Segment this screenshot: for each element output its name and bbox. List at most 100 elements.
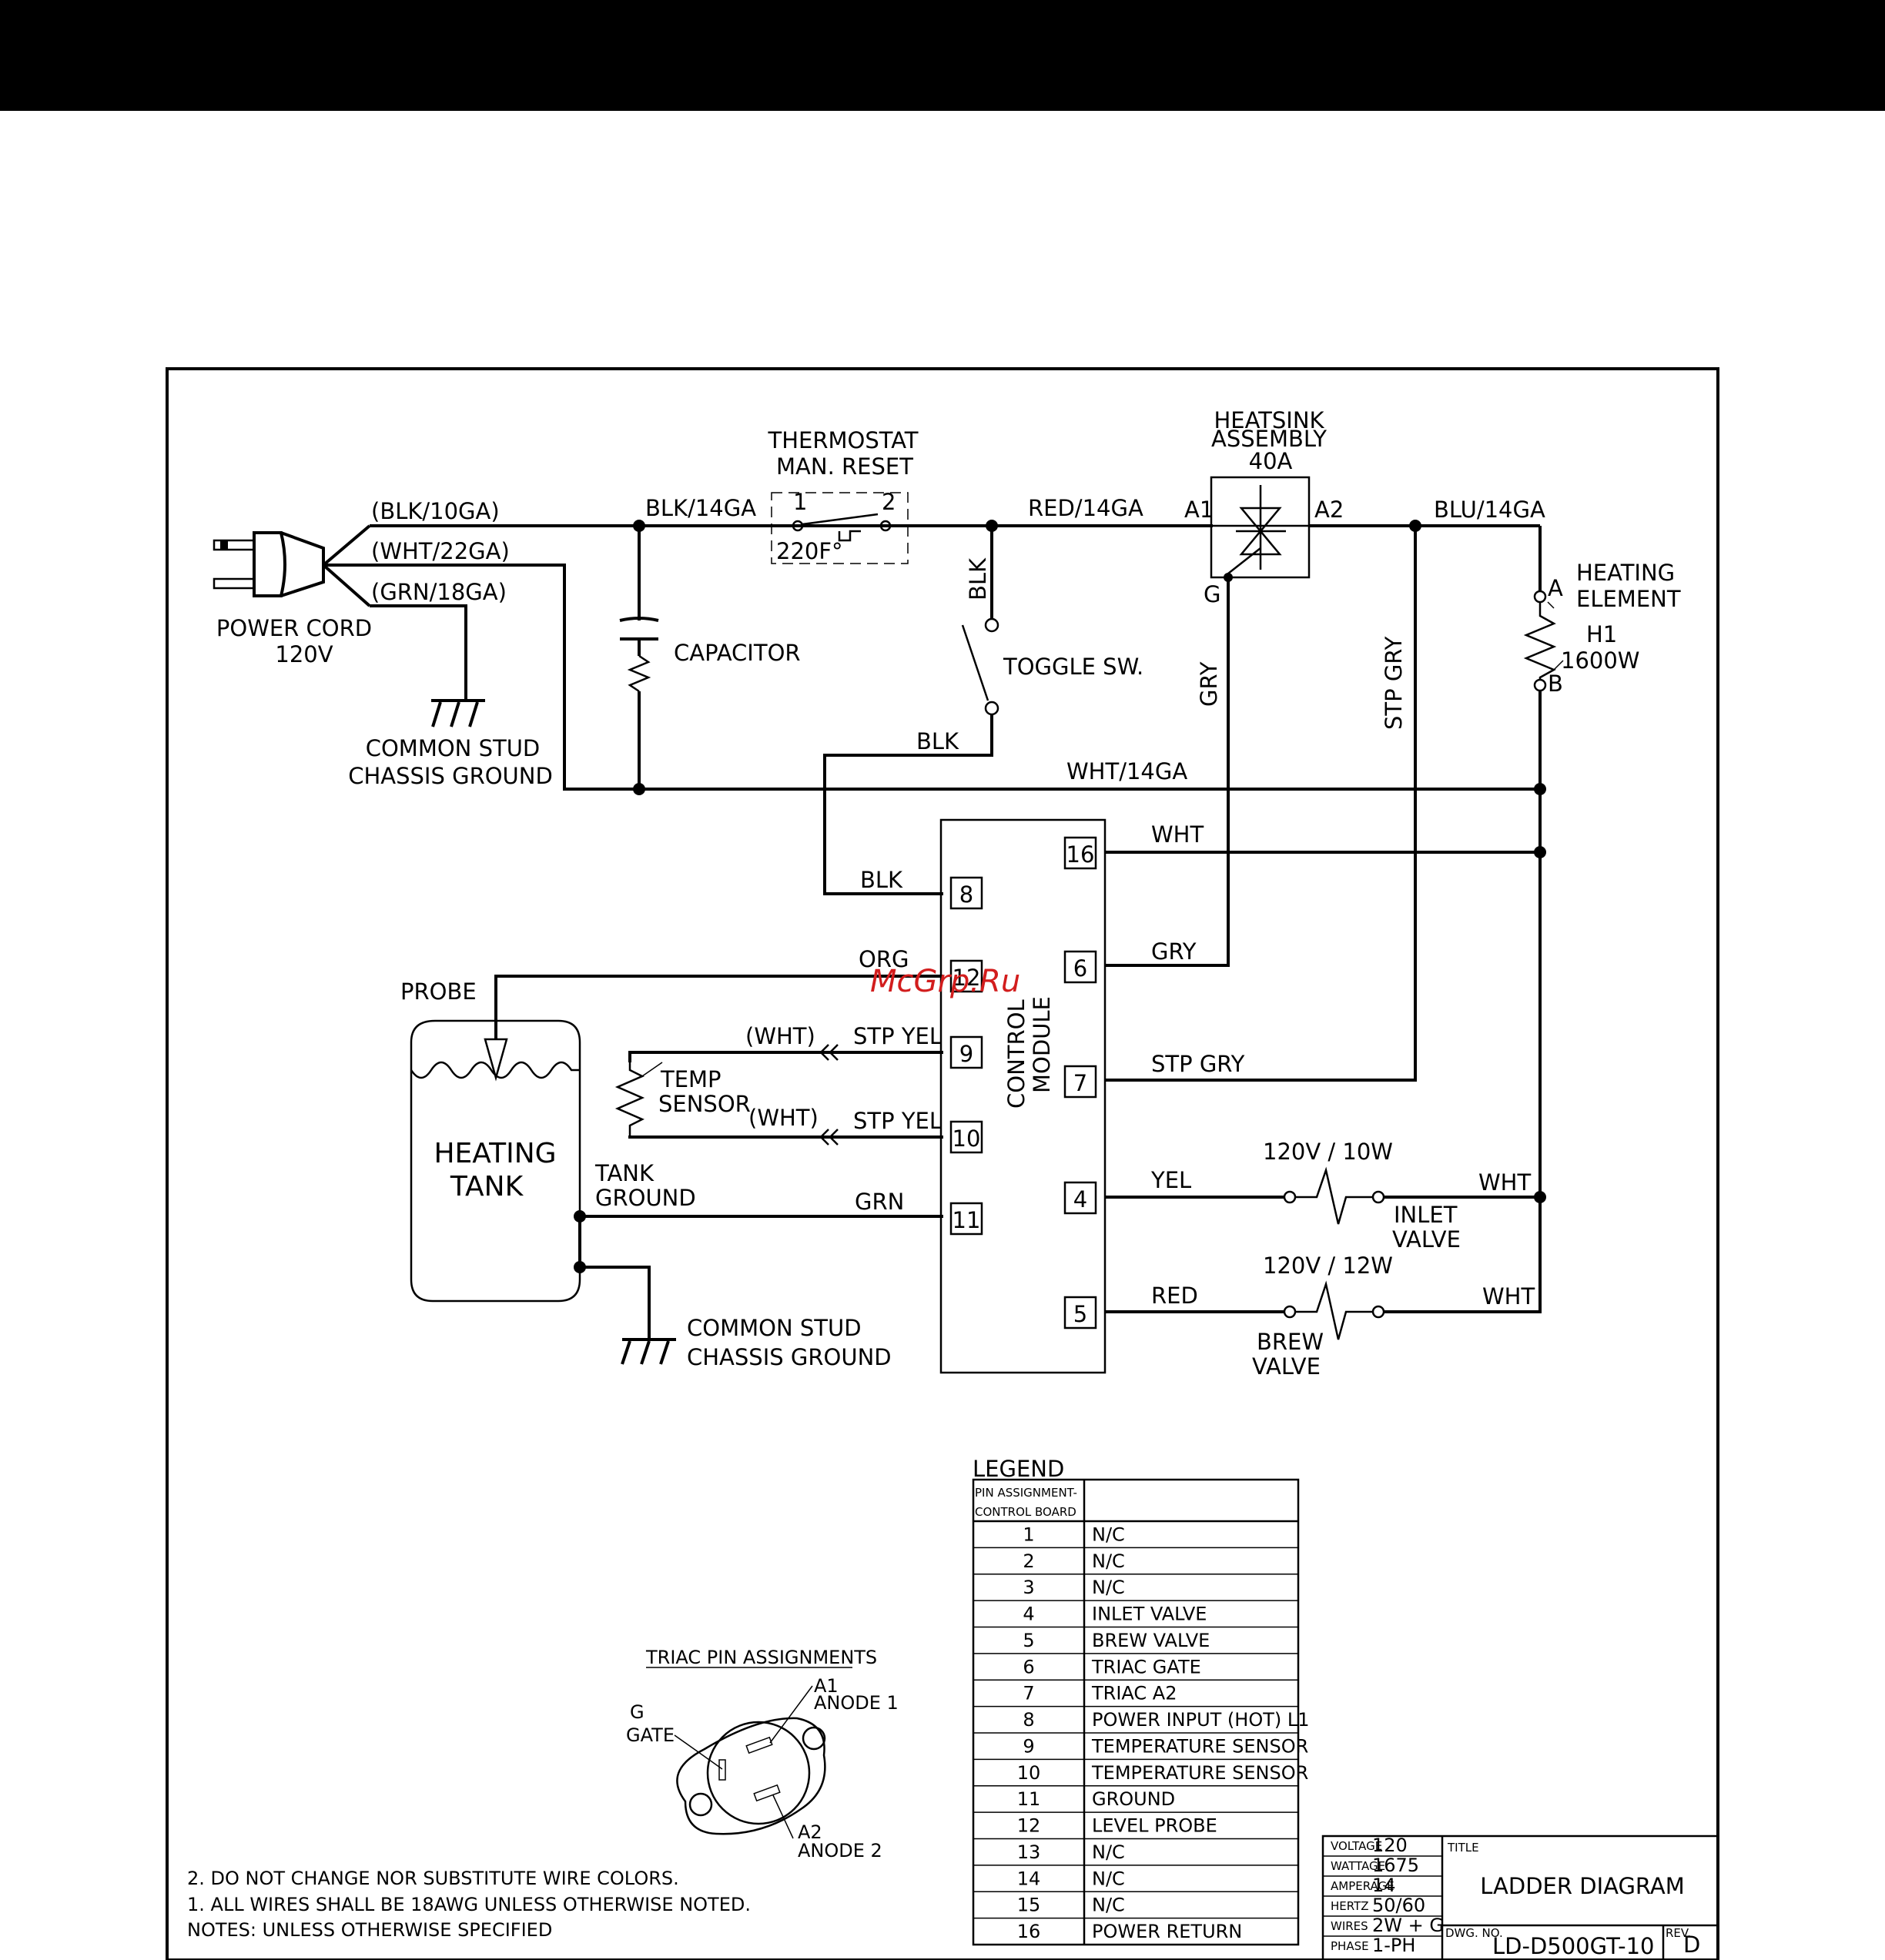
pin-9-box bbox=[949, 1035, 983, 1069]
ground-top-label-2: CHASSIS GROUND bbox=[348, 763, 553, 789]
thermostat-pin2: 2 bbox=[882, 489, 896, 515]
tb-title: LADDER DIAGRAM bbox=[1480, 1873, 1685, 1899]
control-module-box bbox=[939, 818, 1107, 1374]
legend-pin-number: 1 bbox=[1023, 1524, 1034, 1545]
control-module-label-1: CONTROL bbox=[1003, 999, 1030, 1109]
triac-a1-label: A1 bbox=[1184, 497, 1214, 523]
tb-amperage: 14 bbox=[1372, 1875, 1396, 1896]
wire-label-blk14: BLK/14GA bbox=[645, 495, 756, 521]
tank-ground-label-2: GROUND bbox=[595, 1185, 696, 1211]
pin-9-label: 9 bbox=[959, 1041, 973, 1067]
pin-11-label: 11 bbox=[953, 1207, 981, 1233]
legend-pin-number: 13 bbox=[1017, 1841, 1041, 1863]
legend-table bbox=[972, 1478, 1300, 1946]
wire-stp-gry bbox=[1105, 526, 1417, 1082]
legend-pin-number: 12 bbox=[1017, 1815, 1041, 1837]
pin-4-label: 4 bbox=[1073, 1186, 1087, 1212]
legend-pin-number: 14 bbox=[1017, 1868, 1041, 1889]
power-plug-icon bbox=[213, 524, 371, 607]
tank-label-2: TANK bbox=[450, 1171, 524, 1202]
wire-label-grn: GRN bbox=[855, 1189, 904, 1215]
control-module-label-2: MODULE bbox=[1029, 996, 1055, 1093]
pin-5-label: 5 bbox=[1073, 1301, 1087, 1327]
brew-label-2: VALVE bbox=[1252, 1353, 1321, 1380]
pin-7-label: 7 bbox=[1073, 1070, 1087, 1096]
triac-g-label: G bbox=[1204, 581, 1220, 607]
tb-phase: 1-PH bbox=[1372, 1935, 1415, 1956]
wire-label-stp-gry-vertical: STP GRY bbox=[1381, 636, 1407, 730]
legend-pin-function: POWER INPUT (HOT) L1 bbox=[1092, 1709, 1310, 1731]
triac-g-label-small: G bbox=[630, 1701, 645, 1723]
probe-label: PROBE bbox=[400, 978, 477, 1005]
inlet-label-2: VALVE bbox=[1392, 1226, 1461, 1253]
tb-rev-label: REV. bbox=[1666, 1926, 1691, 1940]
tank-label-1: HEATING bbox=[434, 1138, 556, 1169]
wire-wht-main bbox=[370, 564, 1540, 791]
pin-11-box bbox=[949, 1202, 983, 1236]
watermark: McGrp.Ru bbox=[870, 964, 1020, 999]
legend-pin-number: 5 bbox=[1023, 1630, 1034, 1651]
heatsink-label-3: 40A bbox=[1249, 448, 1293, 474]
wire-label-stp-gry-pin7: STP GRY bbox=[1151, 1051, 1245, 1077]
toggle-switch-icon bbox=[823, 526, 999, 895]
element-label-2: ELEMENT bbox=[1576, 586, 1681, 612]
triac-a1-small: A1 bbox=[814, 1675, 839, 1697]
wire-label-wht-sensor-1: (WHT) bbox=[745, 1023, 815, 1049]
pin-12-box bbox=[949, 959, 983, 993]
legend-pin-function: N/C bbox=[1092, 1895, 1125, 1916]
tb-rev: D bbox=[1683, 1932, 1700, 1958]
triac-a2-label: A2 bbox=[1314, 497, 1344, 523]
pin-6-label: 6 bbox=[1073, 955, 1087, 982]
legend-pin-function: N/C bbox=[1092, 1577, 1125, 1598]
tb-title-label: TITLE bbox=[1447, 1841, 1479, 1855]
triac-a2-small: A2 bbox=[798, 1821, 822, 1843]
wire-label-gry-pin6: GRY bbox=[1151, 938, 1197, 965]
probe-tip-icon bbox=[484, 1038, 508, 1082]
element-ref: H1 bbox=[1586, 621, 1617, 647]
wire-label-wht-pin16: WHT bbox=[1151, 821, 1204, 848]
brew-label-1: BREW bbox=[1257, 1329, 1324, 1355]
legend-title: LEGEND bbox=[973, 1456, 1064, 1482]
pin-16-box bbox=[1063, 836, 1097, 870]
element-watts: 1600W bbox=[1561, 647, 1639, 674]
wire-label-org: ORG bbox=[859, 946, 909, 972]
legend-pin-function: POWER RETURN bbox=[1092, 1921, 1242, 1942]
wire-label-blk-vertical: BLK bbox=[965, 557, 991, 600]
ground-top-label-1: COMMON STUD bbox=[366, 735, 541, 761]
tb-voltage-label: VOLTAGE bbox=[1331, 1839, 1382, 1853]
legend-pin-function: GROUND bbox=[1092, 1788, 1175, 1810]
wire-label-blk10: (BLK/10GA) bbox=[371, 498, 500, 524]
junction-wht-pin16 bbox=[1534, 846, 1546, 858]
tb-dwg-label: DWG. NO. bbox=[1445, 1926, 1503, 1940]
legend-pin-number: 9 bbox=[1023, 1735, 1034, 1757]
wire-label-wht-sensor-2: (WHT) bbox=[748, 1105, 819, 1131]
note-1: 1. ALL WIRES SHALL BE 18AWG UNLESS OTHER… bbox=[187, 1894, 751, 1915]
wire-label-wht14: WHT/14GA bbox=[1066, 758, 1187, 784]
drawing-border bbox=[166, 367, 1719, 1960]
element-a-label: A bbox=[1548, 575, 1563, 601]
legend-pin-number: 7 bbox=[1023, 1683, 1034, 1704]
legend-pin-number: 15 bbox=[1017, 1895, 1041, 1916]
toggle-label: TOGGLE SW. bbox=[1003, 654, 1143, 680]
brew-valve-icon bbox=[1105, 1197, 1542, 1340]
legend-header-2: CONTROL BOARD bbox=[975, 1505, 1076, 1519]
ground-bottom-label-2: CHASSIS GROUND bbox=[687, 1344, 892, 1370]
tb-dwg: LD-D500GT-10 bbox=[1492, 1933, 1655, 1959]
thermostat-switch-icon bbox=[771, 492, 909, 564]
temp-sensor-icon bbox=[614, 1044, 943, 1146]
brew-rating: 120V / 12W bbox=[1263, 1253, 1393, 1279]
temp-sensor-label-2: SENSOR bbox=[658, 1091, 751, 1117]
element-b-label: B bbox=[1548, 671, 1563, 697]
wire-label-wht-inlet: WHT bbox=[1478, 1169, 1531, 1196]
wire-label-yel: YEL bbox=[1150, 1167, 1191, 1193]
tb-voltage: 120 bbox=[1372, 1835, 1408, 1856]
legend-header-1: PIN ASSIGNMENT- bbox=[975, 1486, 1077, 1500]
heatsink-label-1: HEATSINK bbox=[1214, 407, 1324, 433]
pin-5-box bbox=[1063, 1296, 1097, 1330]
junction-cap-top bbox=[633, 520, 645, 532]
legend-pin-number: 2 bbox=[1023, 1550, 1034, 1572]
wire-label-red: RED bbox=[1151, 1283, 1198, 1309]
pin-6-box bbox=[1063, 950, 1097, 984]
tb-phase-label: PHASE bbox=[1331, 1939, 1369, 1953]
pin-8-label: 8 bbox=[959, 881, 973, 908]
